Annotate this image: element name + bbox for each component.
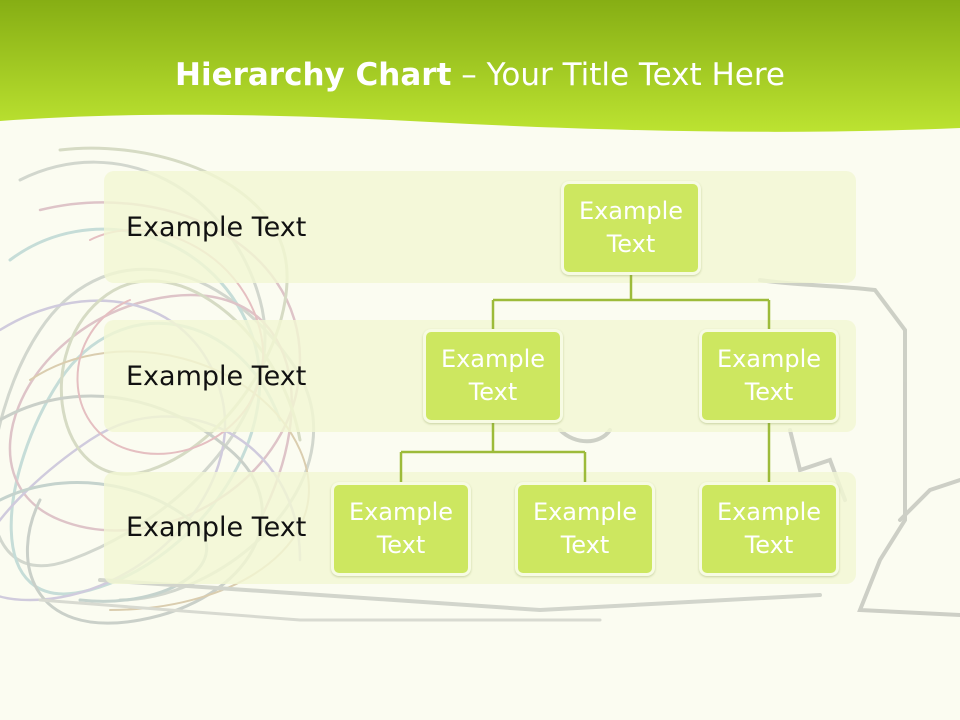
node-level2-left-text: Example Text [440, 345, 546, 406]
connector-left [399, 422, 587, 482]
node-level2-left[interactable]: Example Text [423, 329, 563, 423]
node-level3-right[interactable]: Example Text [699, 482, 839, 576]
connector-root [491, 274, 771, 329]
node-level2-right[interactable]: Example Text [699, 329, 839, 423]
node-level3-right-text: Example Text [716, 498, 822, 559]
node-root[interactable]: Example Text [561, 181, 701, 275]
node-level3-left-b[interactable]: Example Text [515, 482, 655, 576]
level-label-1: Example Text [126, 212, 307, 243]
level-band-1 [104, 171, 856, 283]
level-label-2: Example Text [126, 361, 307, 392]
header-band [0, 0, 960, 132]
slide-title: Hierarchy Chart – Your Title Text Here [0, 55, 960, 95]
node-level3-left-a-text: Example Text [348, 498, 454, 559]
title-regular-part: – Your Title Text Here [451, 57, 785, 93]
node-level3-left-a[interactable]: Example Text [331, 482, 471, 576]
node-level2-right-text: Example Text [716, 345, 822, 406]
node-root-text: Example Text [578, 197, 684, 258]
node-level3-left-b-text: Example Text [532, 498, 638, 559]
title-bold-part: Hierarchy Chart [175, 57, 452, 93]
level-label-3: Example Text [126, 512, 307, 543]
